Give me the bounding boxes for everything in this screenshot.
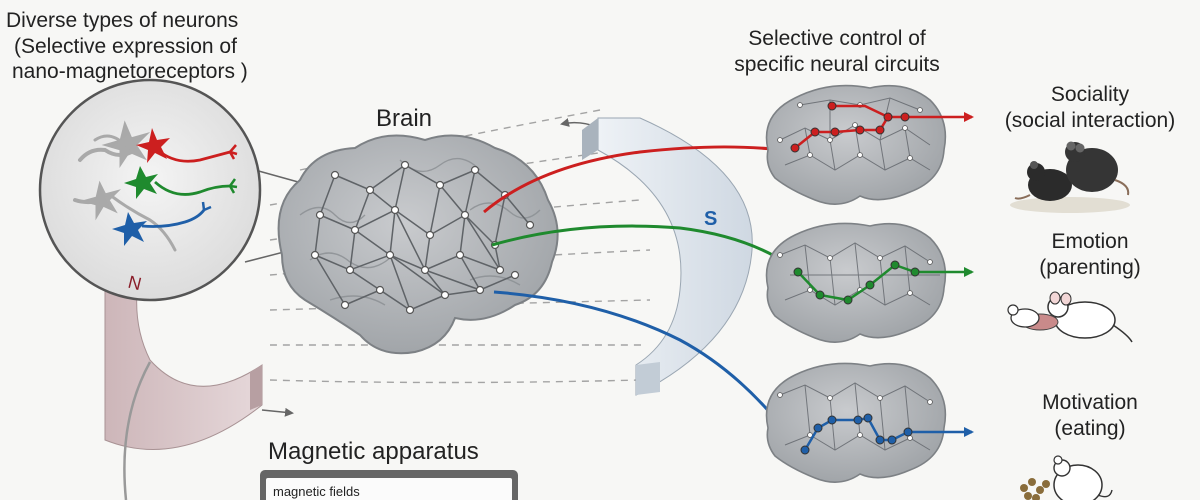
circuit-control-title: Selective control of specific neural cir… [712, 26, 962, 77]
small-brain-sociality [765, 84, 974, 205]
outcome-emotion-line-2: (parenting) [1039, 255, 1141, 279]
blue-neuron [112, 201, 212, 246]
outcome-motivation-line-1: Motivation [1042, 391, 1138, 414]
outcome-sociality: Sociality (social interaction) [980, 82, 1200, 133]
apparatus-box [260, 470, 518, 500]
green-neuron [124, 166, 238, 199]
apparatus-cable [123, 361, 152, 500]
neuron-title-line-2: (Selective expression of [14, 34, 237, 58]
outcome-emotion-line-1: Emotion [1051, 230, 1129, 253]
brain-nodes [310, 160, 535, 315]
neuron-title-line-1: Diverse types of neurons [6, 9, 239, 32]
magnet-s-pole [582, 117, 753, 396]
outcome-motivation: Motivation (eating) [980, 390, 1200, 441]
apparatus-sublabel: magnetic fields [273, 484, 360, 499]
circuit-title-line-2: specific neural circuits [734, 52, 940, 76]
mice-social-illustration [1010, 141, 1130, 213]
neuron-types-title: Diverse types of neurons (Selective expr… [6, 8, 248, 85]
outcome-emotion: Emotion (parenting) [980, 229, 1200, 280]
outcome-sociality-line-1: Sociality [1050, 83, 1130, 106]
small-brain-motivation [765, 362, 974, 483]
outcome-motivation-line-2: (eating) [1054, 416, 1126, 440]
red-pathway-arrow [483, 144, 784, 214]
pole-s-label: S [704, 208, 718, 230]
outcome-sociality-line-2: (social interaction) [1004, 108, 1176, 132]
neuron-title-line-3: nano-magnetoreceptors ) [12, 60, 248, 84]
mouse-eating-illustration [1020, 455, 1113, 500]
brain-label: Brain [376, 105, 433, 132]
central-brain [277, 134, 559, 355]
small-brain-emotion [765, 222, 974, 343]
green-pathway-arrow [491, 224, 790, 266]
blue-pathway-arrow [493, 290, 798, 447]
apparatus-label: Magnetic apparatus [268, 438, 479, 465]
field-arrow-bottom [261, 407, 294, 417]
circuit-title-line-1: Selective control of [748, 27, 926, 50]
mice-parenting-illustration [1007, 291, 1133, 343]
red-neuron [136, 128, 238, 163]
